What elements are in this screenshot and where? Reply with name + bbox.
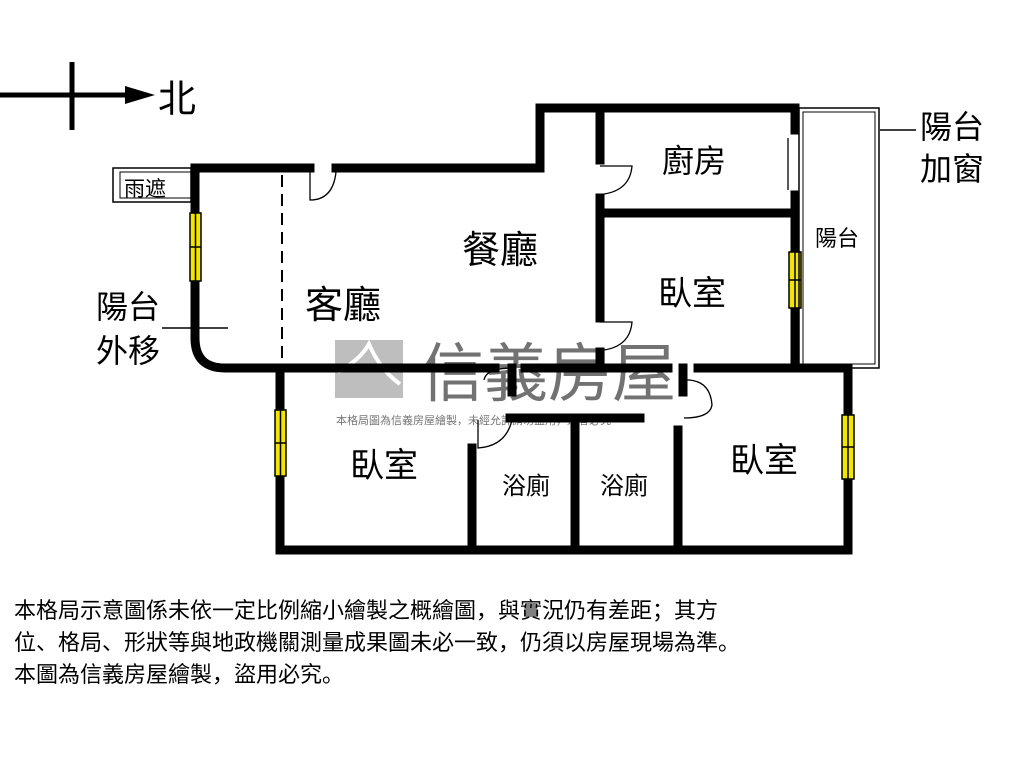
room-label-bedroom: 臥室: [730, 441, 798, 481]
balcony-window-label: 陽台: [920, 108, 984, 146]
room-label-bath: 浴廁: [502, 472, 550, 500]
disclaimer-line: 位、格局、形狀等與地政機關測量成果圖未必一致，仍須以房屋現場為準。: [14, 631, 741, 656]
disclaimer: 本格局示意圖係未依一定比例縮小繪製之概繪圖，與實況仍有差距；其方 位、格局、形狀…: [14, 596, 1019, 692]
room-label-bath: 浴廁: [600, 472, 648, 500]
watermark: 信義房屋 本格局圖為信義房屋繪製，未經允許請勿盜用，違者必究: [335, 338, 676, 427]
north-arrow-icon: [0, 62, 155, 130]
balcony-moved-label: 陽台: [96, 288, 160, 326]
canopy-label: 雨遮: [124, 177, 166, 201]
room-label-living: 客廳: [305, 283, 381, 327]
windows: [189, 212, 855, 480]
compass-north-label: 北: [158, 77, 196, 121]
balcony-outline: [798, 107, 880, 369]
room-label-dining: 餐廳: [462, 228, 538, 272]
room-label-balcony: 陽台: [815, 227, 859, 252]
canopy-box: [112, 167, 192, 203]
balcony-inner-outline: [802, 111, 876, 365]
balcony-moved-label: 外移: [96, 332, 160, 370]
room-label-bedroom: 臥室: [658, 274, 726, 314]
walls: [190, 103, 853, 555]
balcony-window-label: 加窗: [920, 150, 984, 188]
room-label-kitchen: 廚房: [662, 142, 726, 180]
watermark-brand: 信義房屋: [420, 338, 676, 412]
door-swings: [309, 138, 789, 449]
room-label-bedroom: 臥室: [350, 446, 418, 486]
disclaimer-line: 本格局示意圖係未依一定比例縮小繪製之概繪圖，與實況仍有差距；其方: [14, 599, 719, 624]
canopy-inner-box: [119, 171, 192, 199]
disclaimer-line: 本圖為信義房屋繪製，盜用必究。: [14, 663, 345, 688]
